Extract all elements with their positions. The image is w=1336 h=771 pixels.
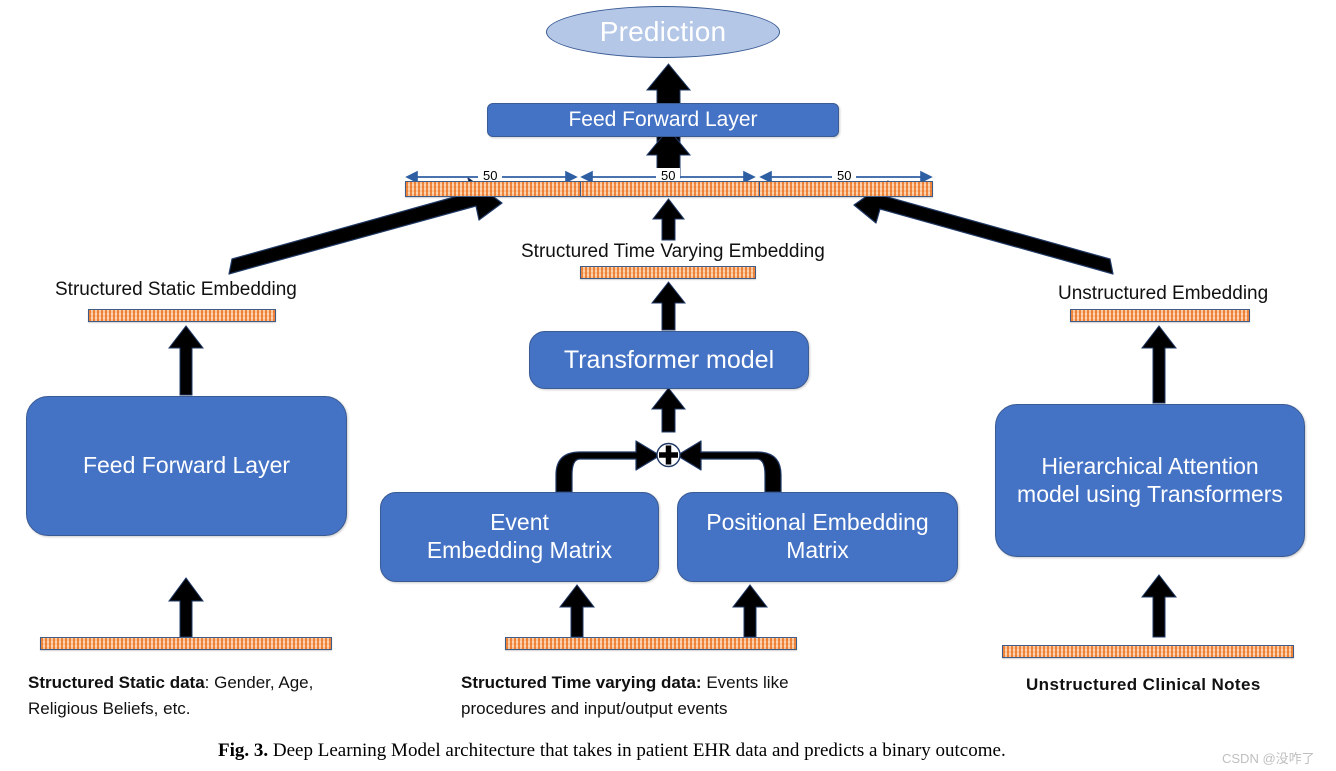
arrow-merge-to-transformer xyxy=(650,387,687,433)
arrow-leftff-to-static-embedding xyxy=(167,325,205,396)
concatenated-embedding-bar[interactable] xyxy=(405,181,933,197)
event-embedding-line1: Event xyxy=(490,509,549,536)
event-embedding-line2: Embedding Matrix xyxy=(426,537,613,563)
merge-plus-icon xyxy=(656,442,681,468)
bar-structured-time-varying-input[interactable] xyxy=(505,637,797,650)
prediction-label: Prediction xyxy=(599,16,727,47)
arrow-notes-input-to-han xyxy=(1140,574,1178,638)
node-positional-embedding-matrix[interactable]: Positional Embedding Matrix xyxy=(677,492,958,582)
bar-unstructured-notes-input[interactable] xyxy=(1002,645,1294,658)
caption-text: Deep Learning Model architecture that ta… xyxy=(272,740,1006,761)
tv-rest-text: Events like xyxy=(701,673,789,692)
caption-prefix: Fig. 3. xyxy=(218,740,269,761)
label-structured-time-varying-embedding: Structured Time Varying Embedding xyxy=(521,241,825,262)
bar-unstructured-embedding[interactable] xyxy=(1070,309,1250,322)
dimension-label-3: 50 xyxy=(832,168,857,183)
static-line2-text: Religious Beliefs, etc. xyxy=(28,698,191,718)
dimension-label-2: 50 xyxy=(656,168,681,183)
left-feed-forward-label: Feed Forward Layer xyxy=(82,452,291,479)
notes-bold-text: Unstructured Clinical Notes xyxy=(1026,675,1261,694)
arrow-tv-input-to-event-matrix xyxy=(558,584,596,638)
positional-embedding-line1: Positional Embedding xyxy=(706,509,929,536)
top-feed-forward-label: Feed Forward Layer xyxy=(568,108,758,132)
bar-structured-static-embedding[interactable] xyxy=(88,309,276,322)
bar-divider-1 xyxy=(580,182,582,196)
arrow-positional-matrix-to-merge xyxy=(676,440,782,493)
arrow-han-to-unstructured-embedding xyxy=(1140,325,1178,404)
arrow-event-matrix-to-merge xyxy=(555,440,661,493)
arrow-time-embedding-to-concat xyxy=(651,198,686,241)
hierarchical-line2: model using Transformers xyxy=(1017,480,1283,507)
input-label-structured-time-varying: Structured Time varying data: Events lik… xyxy=(461,670,861,721)
arrow-static-input-to-leftff xyxy=(168,577,204,638)
node-hierarchical-attention-model[interactable]: Hierarchical Attention model using Trans… xyxy=(995,404,1305,557)
input-label-structured-static: Structured Static data: Gender, Age, Rel… xyxy=(28,670,388,721)
static-rest-text: : Gender, Age, xyxy=(204,673,314,692)
input-label-unstructured-notes: Unstructured Clinical Notes xyxy=(1026,672,1336,698)
hierarchical-line1: Hierarchical Attention xyxy=(1041,452,1259,479)
static-bold-text: Structured Static data xyxy=(28,673,205,692)
csdn-watermark: CSDN @没咋了 xyxy=(1222,751,1315,766)
node-transformer-model[interactable]: Transformer model xyxy=(529,331,809,389)
arrow-transformer-to-embedding xyxy=(650,281,687,331)
arrow-tv-input-to-positional-matrix xyxy=(731,584,769,638)
transformer-label: Transformer model xyxy=(563,346,775,374)
positional-embedding-line2: Matrix xyxy=(786,537,849,563)
figure-caption: Fig. 3. Deep Learning Model architecture… xyxy=(218,740,1006,762)
node-event-embedding-matrix[interactable]: Event Embedding Matrix xyxy=(380,492,659,582)
label-structured-static-embedding: Structured Static Embedding xyxy=(55,279,297,300)
bar-structured-time-varying-embedding[interactable] xyxy=(580,266,756,279)
node-prediction[interactable]: Prediction xyxy=(546,6,780,58)
node-top-feed-forward-layer[interactable]: Feed Forward Layer xyxy=(487,103,839,137)
label-unstructured-embedding: Unstructured Embedding xyxy=(1058,283,1269,304)
node-left-feed-forward-layer[interactable]: Feed Forward Layer xyxy=(26,396,347,536)
bar-structured-static-input[interactable] xyxy=(40,637,332,650)
tv-bold-text: Structured Time varying data: xyxy=(461,673,702,692)
dimension-label-1: 50 xyxy=(478,168,503,183)
tv-line2-text: procedures and input/output events xyxy=(461,698,728,718)
bar-divider-2 xyxy=(759,182,761,196)
